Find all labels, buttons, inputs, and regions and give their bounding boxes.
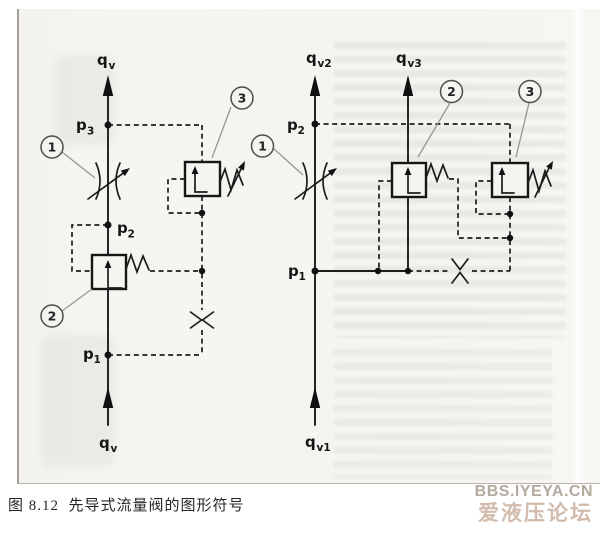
left-diagram: 1 2 3 q v p 3 p 2 p 1 q v [40, 51, 254, 455]
throttle-arc [322, 162, 328, 200]
callout-1-label: 1 [258, 139, 267, 154]
watermark: BBS.IYEYA.CN 爱液压论坛 [474, 483, 593, 525]
adjust-arrow [87, 171, 125, 200]
throttle-arc [115, 162, 121, 200]
port-p1-sub: 1 [299, 271, 306, 283]
flow-arrow-up-icon [309, 75, 321, 96]
flow-arrow-up-icon [309, 387, 321, 408]
callout-1-circle [40, 135, 64, 159]
right-callouts: 1 2 3 [250, 79, 542, 176]
valve-pilot-bend [194, 187, 208, 193]
flow-qv3-label: q [396, 49, 407, 67]
pilot-line [449, 178, 510, 239]
port-p3-label: p [76, 116, 87, 134]
port-p3-sub: 3 [87, 126, 94, 138]
watermark-site-name: 爱液压论坛 [478, 502, 593, 525]
flow-arrow-up-icon [102, 75, 114, 96]
valve-pilot-bend [501, 188, 515, 194]
spring-icon [125, 252, 150, 275]
callout-2-circle [439, 79, 464, 104]
left-compensator-valve [90, 252, 150, 291]
port-p2-label: p [117, 219, 128, 237]
callout-2-circle [40, 304, 64, 328]
flow-arrow-up-icon [402, 75, 414, 96]
right-labels: q v2 q v3 p 2 p 1 q v1 [287, 49, 422, 454]
valve-body [490, 161, 530, 199]
flow-top-label: q [97, 51, 108, 69]
adjust-arrow-head-icon [327, 168, 337, 177]
port-p2-sub: 2 [298, 125, 305, 137]
valve-flow-arrow-head-icon [191, 166, 199, 174]
scanned-figure-area [17, 9, 600, 484]
callout-3-circle [230, 86, 254, 110]
right-valve3 [490, 161, 553, 199]
flow-bottom-label: q [99, 434, 110, 452]
left-orifice-symbol [189, 311, 215, 329]
port-p2-sub: 2 [128, 229, 135, 241]
left-junctions [104, 121, 206, 359]
orifice-chevron [451, 258, 469, 271]
throttle-arc [302, 162, 308, 200]
bleed-through-smudge [41, 335, 115, 467]
flow-qv1-sub: v1 [317, 442, 331, 454]
pilot-line [71, 224, 108, 272]
callout-3-label: 3 [238, 91, 247, 106]
bleed-through-smudge [55, 55, 115, 145]
orifice-chevron [451, 271, 469, 284]
orifice-chevron [201, 311, 215, 329]
flow-bottom-sub: v [111, 443, 118, 455]
adjust-arrow-head-icon [546, 161, 553, 170]
valve-body [183, 160, 222, 198]
right-diagram: 1 2 3 q v2 q v3 p 2 p 1 q v1 [250, 49, 553, 454]
callout-1-circle [250, 134, 275, 158]
orifice-chevron [189, 311, 203, 329]
throttle-arc [95, 162, 101, 200]
flow-qv2-sub: v2 [318, 58, 332, 70]
adjust-arrow [294, 171, 332, 200]
left-throttle-symbol [87, 162, 130, 200]
right-junctions [311, 120, 514, 275]
valve-body [390, 161, 428, 199]
port-p1-label: p [288, 262, 299, 280]
callout-3-circle [518, 79, 542, 104]
left-pilot-valve [183, 160, 245, 198]
valve-flow-arrow-head-icon [104, 260, 112, 268]
right-orifice-symbol [451, 258, 469, 284]
right-throttle-symbol [294, 162, 337, 200]
pilot-line [378, 180, 392, 271]
flow-qv2-label: q [306, 49, 317, 67]
adjust-arrow-head-icon [120, 168, 130, 177]
right-valve2 [390, 161, 449, 199]
bleed-through-text [334, 349, 552, 479]
port-p1-sub: 1 [94, 354, 101, 366]
adjust-arrow-head-icon [238, 161, 245, 171]
figure-caption: 图 8.12 先导式流量阀的图形符号 [8, 498, 245, 514]
callout-2-label: 2 [447, 84, 456, 99]
watermark-site-url: BBS.IYEYA.CN [474, 483, 593, 500]
port-p1-label: p [83, 345, 94, 363]
port-p2-label: p [287, 116, 298, 134]
left-callouts: 1 2 3 [40, 86, 254, 328]
flow-top-sub: v [109, 60, 116, 72]
flow-qv3-sub: v3 [408, 58, 422, 70]
adjust-arrow [227, 168, 242, 197]
flow-qv1-label: q [305, 433, 316, 451]
left-labels: q v p 3 p 2 p 1 q v [76, 51, 135, 455]
callout-3-label: 3 [526, 84, 535, 99]
spring-icon [425, 161, 449, 184]
valve-body [90, 253, 128, 291]
valve-flow-arrow-head-icon [404, 167, 412, 175]
spring-icon [527, 167, 552, 195]
callout-1-label: 1 [48, 140, 57, 155]
adjust-arrow [534, 167, 550, 198]
page-gutter-highlight [571, 9, 587, 483]
callout-2-label: 2 [48, 309, 57, 324]
flow-arrow-up-icon [102, 387, 114, 408]
valve-flow-arrow-head-icon [498, 167, 506, 175]
